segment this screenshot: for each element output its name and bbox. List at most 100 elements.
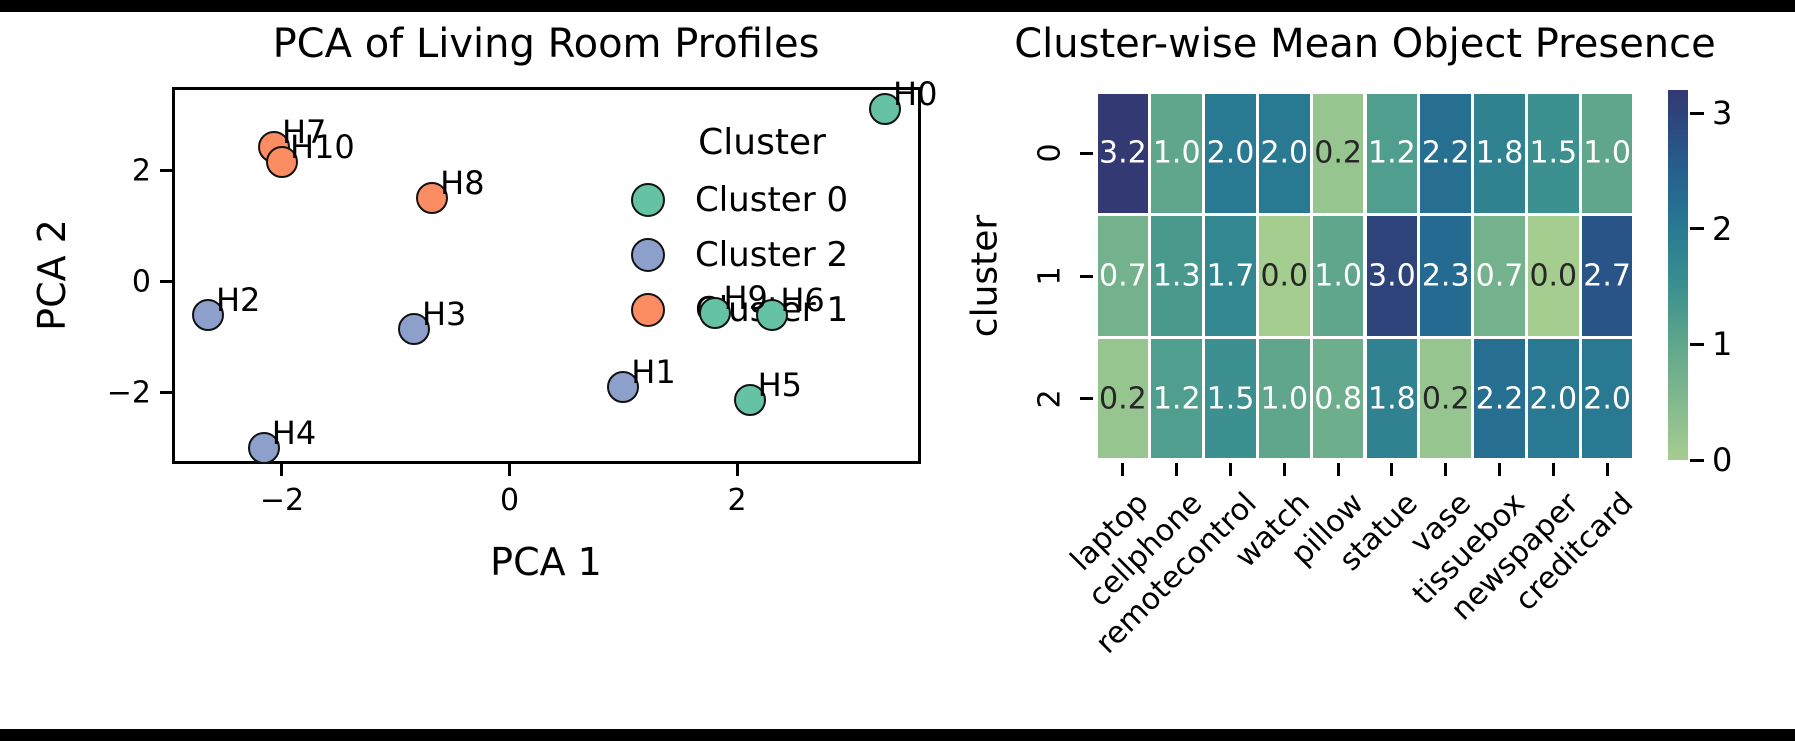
x-axis-tick — [508, 464, 512, 476]
point-label-H2: H2 — [215, 280, 261, 319]
scatter-point-H2 — [191, 298, 224, 331]
heatmap-cell-1-tissuebox — [1474, 216, 1525, 336]
heatmap-col-tick — [1390, 463, 1394, 476]
heatmap-cell-0-newspaper — [1527, 93, 1579, 214]
heatmap-cell-2-vase — [1420, 338, 1472, 459]
heatmap-cell-1-pillow — [1312, 216, 1364, 336]
heatmap-cell-1-vase — [1420, 216, 1472, 336]
legend-item-cluster-0: Cluster 0 — [631, 180, 893, 220]
heatmap-cell-1-newspaper — [1527, 216, 1579, 336]
heatmap-row-label: 1 — [1032, 266, 1068, 286]
heatmap-value: 1.2 — [1152, 381, 1201, 417]
heatmap-value: 0.0 — [1260, 258, 1309, 294]
point-label-H7: H7 — [281, 113, 327, 152]
heatmap-title: Cluster-wise Mean Object Presence — [1014, 21, 1716, 67]
colorbar-tick — [1690, 458, 1704, 462]
heatmap-cell-0-pillow — [1312, 93, 1364, 214]
heatmap-cell-0-watch — [1258, 93, 1310, 214]
heatmap-value: 3.2 — [1099, 135, 1147, 171]
heatmap-col-tick — [1336, 463, 1340, 476]
heatmap-col-tick — [1175, 463, 1179, 476]
heatmap-cell-2-remotecontrol — [1205, 338, 1256, 459]
cluster-0-swatch-icon — [631, 183, 665, 217]
heatmap-cell-0-laptop — [1097, 93, 1149, 214]
heatmap-col-tick — [1551, 463, 1555, 476]
scatter-point-H6 — [756, 298, 789, 331]
scatter-axes — [172, 87, 921, 464]
heatmap-cell-0-cellphone — [1151, 93, 1203, 214]
y-axis-tick-label: 2 — [131, 153, 151, 189]
heatmap-value: 2.0 — [1260, 135, 1309, 171]
bottom-frame-bar — [0, 729, 1795, 741]
heatmap-value: 1.8 — [1368, 381, 1416, 417]
colorbar-gradient — [1668, 90, 1688, 460]
heatmap-cell-0-vase — [1420, 93, 1472, 214]
point-label-H5: H5 — [757, 365, 803, 404]
colorbar-tick-label: 2 — [1712, 209, 1733, 248]
heatmap-col-tick — [1282, 463, 1286, 476]
heatmap-row-tick — [1080, 397, 1093, 401]
heatmap-value: 3.0 — [1368, 258, 1416, 294]
heatmap-cell-0-statue — [1366, 93, 1418, 214]
x-axis-tick-label: 0 — [499, 483, 520, 518]
point-label-H4: H4 — [271, 413, 317, 452]
y-axis-tick-label: 0 — [131, 264, 151, 300]
heatmap-value: 0.2 — [1421, 381, 1470, 417]
heatmap-cell-1-cellphone — [1151, 216, 1203, 336]
scatter-xlabel: PCA 1 — [490, 540, 602, 584]
y-axis-tick — [160, 169, 172, 173]
heatmap-value: 0.2 — [1099, 381, 1147, 417]
heatmap-value: 1.7 — [1206, 258, 1255, 294]
legend-item-label: Cluster 2 — [695, 235, 849, 275]
heatmap-row-tick — [1080, 151, 1093, 155]
heatmap-cell-2-pillow — [1312, 338, 1364, 459]
heatmap-cell-2-laptop — [1097, 338, 1149, 459]
point-label-H10: H10 — [289, 128, 355, 167]
colorbar-tick-label: 0 — [1712, 441, 1733, 479]
colorbar-tick-label: 3 — [1712, 94, 1733, 133]
scatter-title: PCA of Living Room Profiles — [272, 21, 820, 67]
heatmap-value: 1.3 — [1152, 258, 1201, 294]
cluster-2-swatch-icon — [631, 238, 665, 272]
y-axis-tick — [160, 391, 172, 395]
heatmap-value: 0.7 — [1475, 258, 1524, 294]
scatter-point-H5 — [733, 383, 766, 416]
heatmap-cell-1-creditcard — [1581, 216, 1633, 336]
heatmap-cell-1-remotecontrol — [1205, 216, 1256, 336]
heatmap-value: 1.0 — [1314, 258, 1362, 294]
heatmap-cell-2-watch — [1258, 338, 1310, 459]
point-label-H9: H9 — [723, 278, 768, 317]
heatmap-value: 1.0 — [1583, 135, 1631, 171]
scatter-point-H3 — [397, 313, 430, 345]
heatmap-value: 2.0 — [1583, 381, 1631, 417]
heatmap-value: 2.7 — [1583, 258, 1631, 294]
legend-title: Cluster — [698, 122, 826, 163]
heatmap-value: 2.0 — [1206, 135, 1255, 171]
heatmap-cell-2-creditcard — [1581, 338, 1633, 459]
colorbar-tick-label: 1 — [1712, 325, 1733, 364]
colorbar-tick — [1690, 111, 1704, 115]
scatter-point-H1 — [607, 370, 640, 403]
colorbar-tick — [1690, 342, 1704, 346]
heatmap-value: 1.5 — [1206, 381, 1255, 417]
heatmap-value: 2.2 — [1475, 381, 1524, 417]
heatmap-col-label-anchor: creditcard — [1357, 486, 1640, 618]
point-label-H6: H6 — [780, 280, 825, 319]
point-label-H1: H1 — [631, 352, 676, 391]
heatmap-cell-1-statue — [1366, 216, 1418, 336]
y-axis-tick-label: −2 — [106, 375, 151, 411]
heatmap-col-tick — [1229, 463, 1232, 476]
scatter-legend: Cluster Cluster 0 Cluster 2 Cluster 1 — [631, 122, 893, 346]
scatter-point-H10 — [265, 146, 298, 179]
heatmap-value: 1.2 — [1368, 135, 1416, 171]
heatmap-cell-1-laptop — [1097, 216, 1149, 336]
scatter-point-H4 — [247, 431, 280, 464]
top-frame-bar — [0, 0, 1795, 12]
heatmap-value: 2.0 — [1529, 381, 1578, 417]
scatter-point-H8 — [416, 182, 449, 215]
heatmap-cell-2-statue — [1366, 338, 1418, 459]
heatmap-value: 1.0 — [1152, 135, 1201, 171]
point-label-H8: H8 — [440, 164, 485, 203]
legend-item-cluster-2: Cluster 2 — [631, 235, 893, 275]
